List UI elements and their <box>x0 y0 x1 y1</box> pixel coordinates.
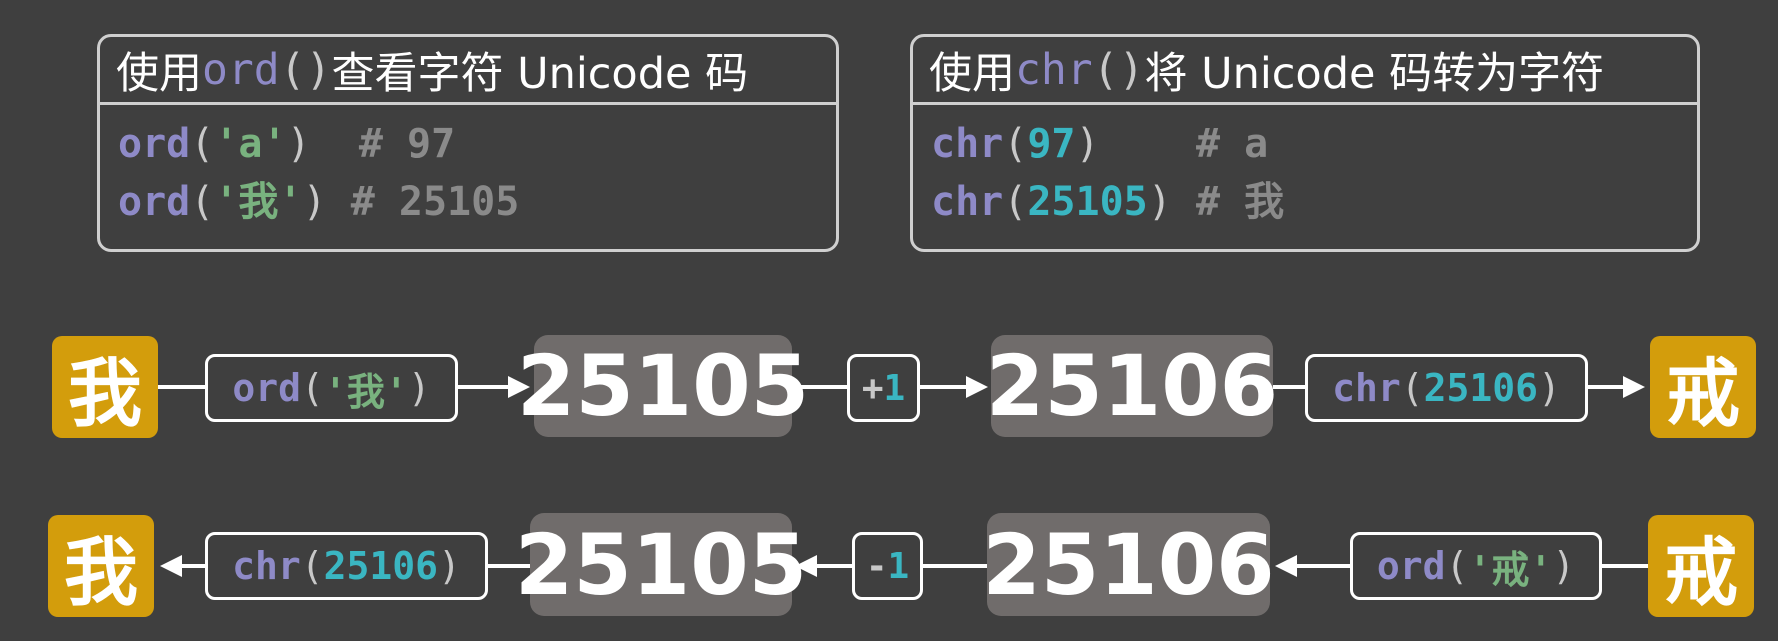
row2-ord-call: ord('戒') <box>1350 532 1602 600</box>
chr-code-line-2: chr(25105) # 我 <box>931 173 1697 231</box>
code-open-paren: ( <box>1003 179 1028 225</box>
call-open-paren: ( <box>300 544 324 588</box>
row1-result-value: 25106 <box>985 335 1279 437</box>
row1-ord-call: ord('我') <box>205 354 458 422</box>
call-open-paren: ( <box>1445 544 1469 588</box>
arrow-head-right <box>508 376 530 398</box>
call-open-paren: ( <box>1400 366 1424 410</box>
code-fn: chr <box>931 179 1004 225</box>
arrow-head-left <box>160 555 182 577</box>
code-close-paren: ) <box>1075 121 1100 167</box>
call-arg: 25106 <box>323 544 439 588</box>
code-comment: # 97 <box>358 121 456 167</box>
arrow-head-right <box>966 376 988 398</box>
code-close-paren: ) <box>286 121 311 167</box>
call-arg: '戒' <box>1468 547 1553 592</box>
code-open-paren: ( <box>190 179 215 225</box>
chr-panel-code: chr(97) # a chr(25105) # 我 <box>913 105 1697 231</box>
op-num: 1 <box>883 367 906 409</box>
call-fn: ord <box>1376 544 1446 588</box>
ord-panel-title: 使用 ord()查看字符 Unicode 码 <box>100 37 836 105</box>
code-comment: # 25105 <box>350 179 520 225</box>
arrow-head-left <box>795 555 817 577</box>
code-comment: # a <box>1195 121 1269 167</box>
code-arg: 97 <box>1027 121 1076 167</box>
ord-code-line-2: ord('我') # 25105 <box>118 173 836 231</box>
arrow-head-right <box>1623 376 1645 398</box>
arrow-head-left <box>1275 555 1297 577</box>
chr-title-suffix: 将 Unicode 码转为字符 <box>1144 48 1605 99</box>
chr-panel: 使用 chr() 将 Unicode 码转为字符 chr(97) # a chr… <box>910 34 1700 252</box>
ord-title-suffix: 查看字符 Unicode 码 <box>331 48 749 99</box>
row1-chr-call: chr(25106) <box>1305 354 1588 422</box>
row2-code-value: 25106 <box>982 513 1275 616</box>
code-open-paren: ( <box>190 121 215 167</box>
call-close-paren: ) <box>1552 544 1576 588</box>
row2-decrement-op: -1 <box>852 532 923 600</box>
call-close-paren: ) <box>407 366 431 410</box>
ord-title-fn: ord <box>202 44 280 95</box>
op-sign: - <box>865 545 888 587</box>
code-close-paren: ) <box>1147 179 1172 225</box>
row2-chr-call: chr(25106) <box>205 532 488 600</box>
call-arg: 25106 <box>1423 366 1539 410</box>
row2-start-char: 戒 <box>1648 515 1754 617</box>
code-arg: '我' <box>214 179 303 225</box>
row1-code-value: 25105 <box>516 335 810 437</box>
code-close-paren: ) <box>302 179 327 225</box>
ord-code-line-1: ord('a') # 97 <box>118 115 836 173</box>
call-fn: chr <box>1332 366 1401 410</box>
code-fn: ord <box>118 121 191 167</box>
chr-title-prefix: 使用 <box>929 48 1015 99</box>
code-arg: 25105 <box>1027 179 1148 225</box>
code-comment: # 我 <box>1195 179 1285 225</box>
op-sign: + <box>861 367 884 409</box>
row1-start-char: 我 <box>52 336 158 438</box>
code-fn: ord <box>118 179 191 225</box>
op-num: 1 <box>887 545 910 587</box>
chr-title-parens: () <box>1092 44 1145 95</box>
ord-panel-code: ord('a') # 97 ord('我') # 25105 <box>100 105 836 231</box>
code-fn: chr <box>931 121 1004 167</box>
row2-result-value: 25105 <box>515 513 807 616</box>
code-open-paren: ( <box>1003 121 1028 167</box>
call-open-paren: ( <box>301 366 324 410</box>
ord-title-parens: () <box>279 44 332 95</box>
call-arg: '我' <box>323 369 408 414</box>
row1-end-char: 戒 <box>1650 336 1756 438</box>
ord-panel: 使用 ord()查看字符 Unicode 码 ord('a') # 97 ord… <box>97 34 839 252</box>
code-arg: 'a' <box>214 121 287 167</box>
call-close-paren: ) <box>438 544 461 588</box>
call-fn: ord <box>232 366 302 410</box>
chr-panel-title: 使用 chr() 将 Unicode 码转为字符 <box>913 37 1697 105</box>
row1-increment-op: +1 <box>847 354 920 422</box>
row2-end-char: 我 <box>48 515 154 617</box>
chr-code-line-1: chr(97) # a <box>931 115 1697 173</box>
call-fn: chr <box>232 544 301 588</box>
chr-title-fn: chr <box>1015 44 1093 95</box>
ord-title-prefix: 使用 <box>116 48 202 99</box>
call-close-paren: ) <box>1538 366 1561 410</box>
